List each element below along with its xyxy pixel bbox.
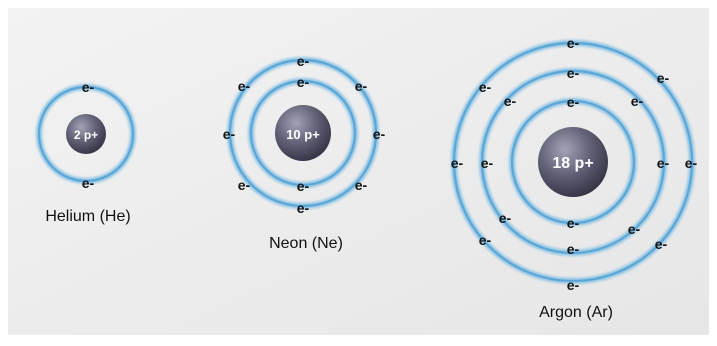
atom-name: Argon (Ar) <box>539 304 613 321</box>
electron: e- <box>451 155 464 171</box>
electron: e- <box>657 70 670 86</box>
electron: e- <box>479 232 492 248</box>
shell-1-line <box>249 79 357 187</box>
electrons: e- e- e- e- e- e- e- e- e- e- e- e- e- e… <box>451 35 698 293</box>
nucleus <box>66 114 106 154</box>
nucleus-label: 2 p+ <box>74 128 98 142</box>
shell-3-line <box>452 41 694 283</box>
electron: e- <box>567 94 580 110</box>
shell-2-line <box>480 69 666 255</box>
atom-name: Neon (Ne) <box>269 235 343 252</box>
nucleus-label: 18 p+ <box>552 155 593 172</box>
electrons: e- e- <box>82 79 95 191</box>
electrons: e- e- e- e- e- e- e- e- e- e- <box>223 53 386 216</box>
electron: e- <box>628 221 641 237</box>
shell-1-line <box>510 99 636 225</box>
atom-argon: 18 p+ e- e- e- e- e- e- e- e- e- e- e- e… <box>451 35 698 321</box>
atom-neon: 10 p+ e- e- e- e- e- e- e- e- e- e- Neon… <box>223 53 386 252</box>
electron: e- <box>504 93 517 109</box>
electron: e- <box>355 78 368 94</box>
atom-name: Helium (He) <box>45 208 130 225</box>
nucleus-label: 10 p+ <box>286 127 320 142</box>
electron: e- <box>355 177 368 193</box>
electron: e- <box>82 79 95 95</box>
electron: e- <box>297 200 310 216</box>
electron: e- <box>655 236 668 252</box>
electron: e- <box>479 79 492 95</box>
electron: e- <box>657 155 670 171</box>
nucleus <box>275 105 331 161</box>
electron: e- <box>481 155 494 171</box>
electron: e- <box>373 126 386 142</box>
electron: e- <box>297 53 310 69</box>
electron: e- <box>297 178 310 194</box>
electron: e- <box>238 78 251 94</box>
electron: e- <box>238 177 251 193</box>
nucleus <box>538 127 608 197</box>
electron: e- <box>567 277 580 293</box>
shells <box>36 84 136 184</box>
electron: e- <box>499 210 512 226</box>
electron: e- <box>223 126 236 142</box>
electron: e- <box>567 215 580 231</box>
electron: e- <box>567 65 580 81</box>
shell-2-line <box>228 58 378 208</box>
shells <box>451 40 695 284</box>
shell-1-line <box>37 85 135 183</box>
electron: e- <box>631 93 644 109</box>
electron: e- <box>685 155 698 171</box>
electron: e- <box>567 35 580 51</box>
electron: e- <box>82 175 95 191</box>
electron: e- <box>567 241 580 257</box>
atom-helium: 2 p+ e- e- Helium (He) <box>36 79 136 225</box>
shells <box>227 57 379 209</box>
electron: e- <box>297 74 310 90</box>
